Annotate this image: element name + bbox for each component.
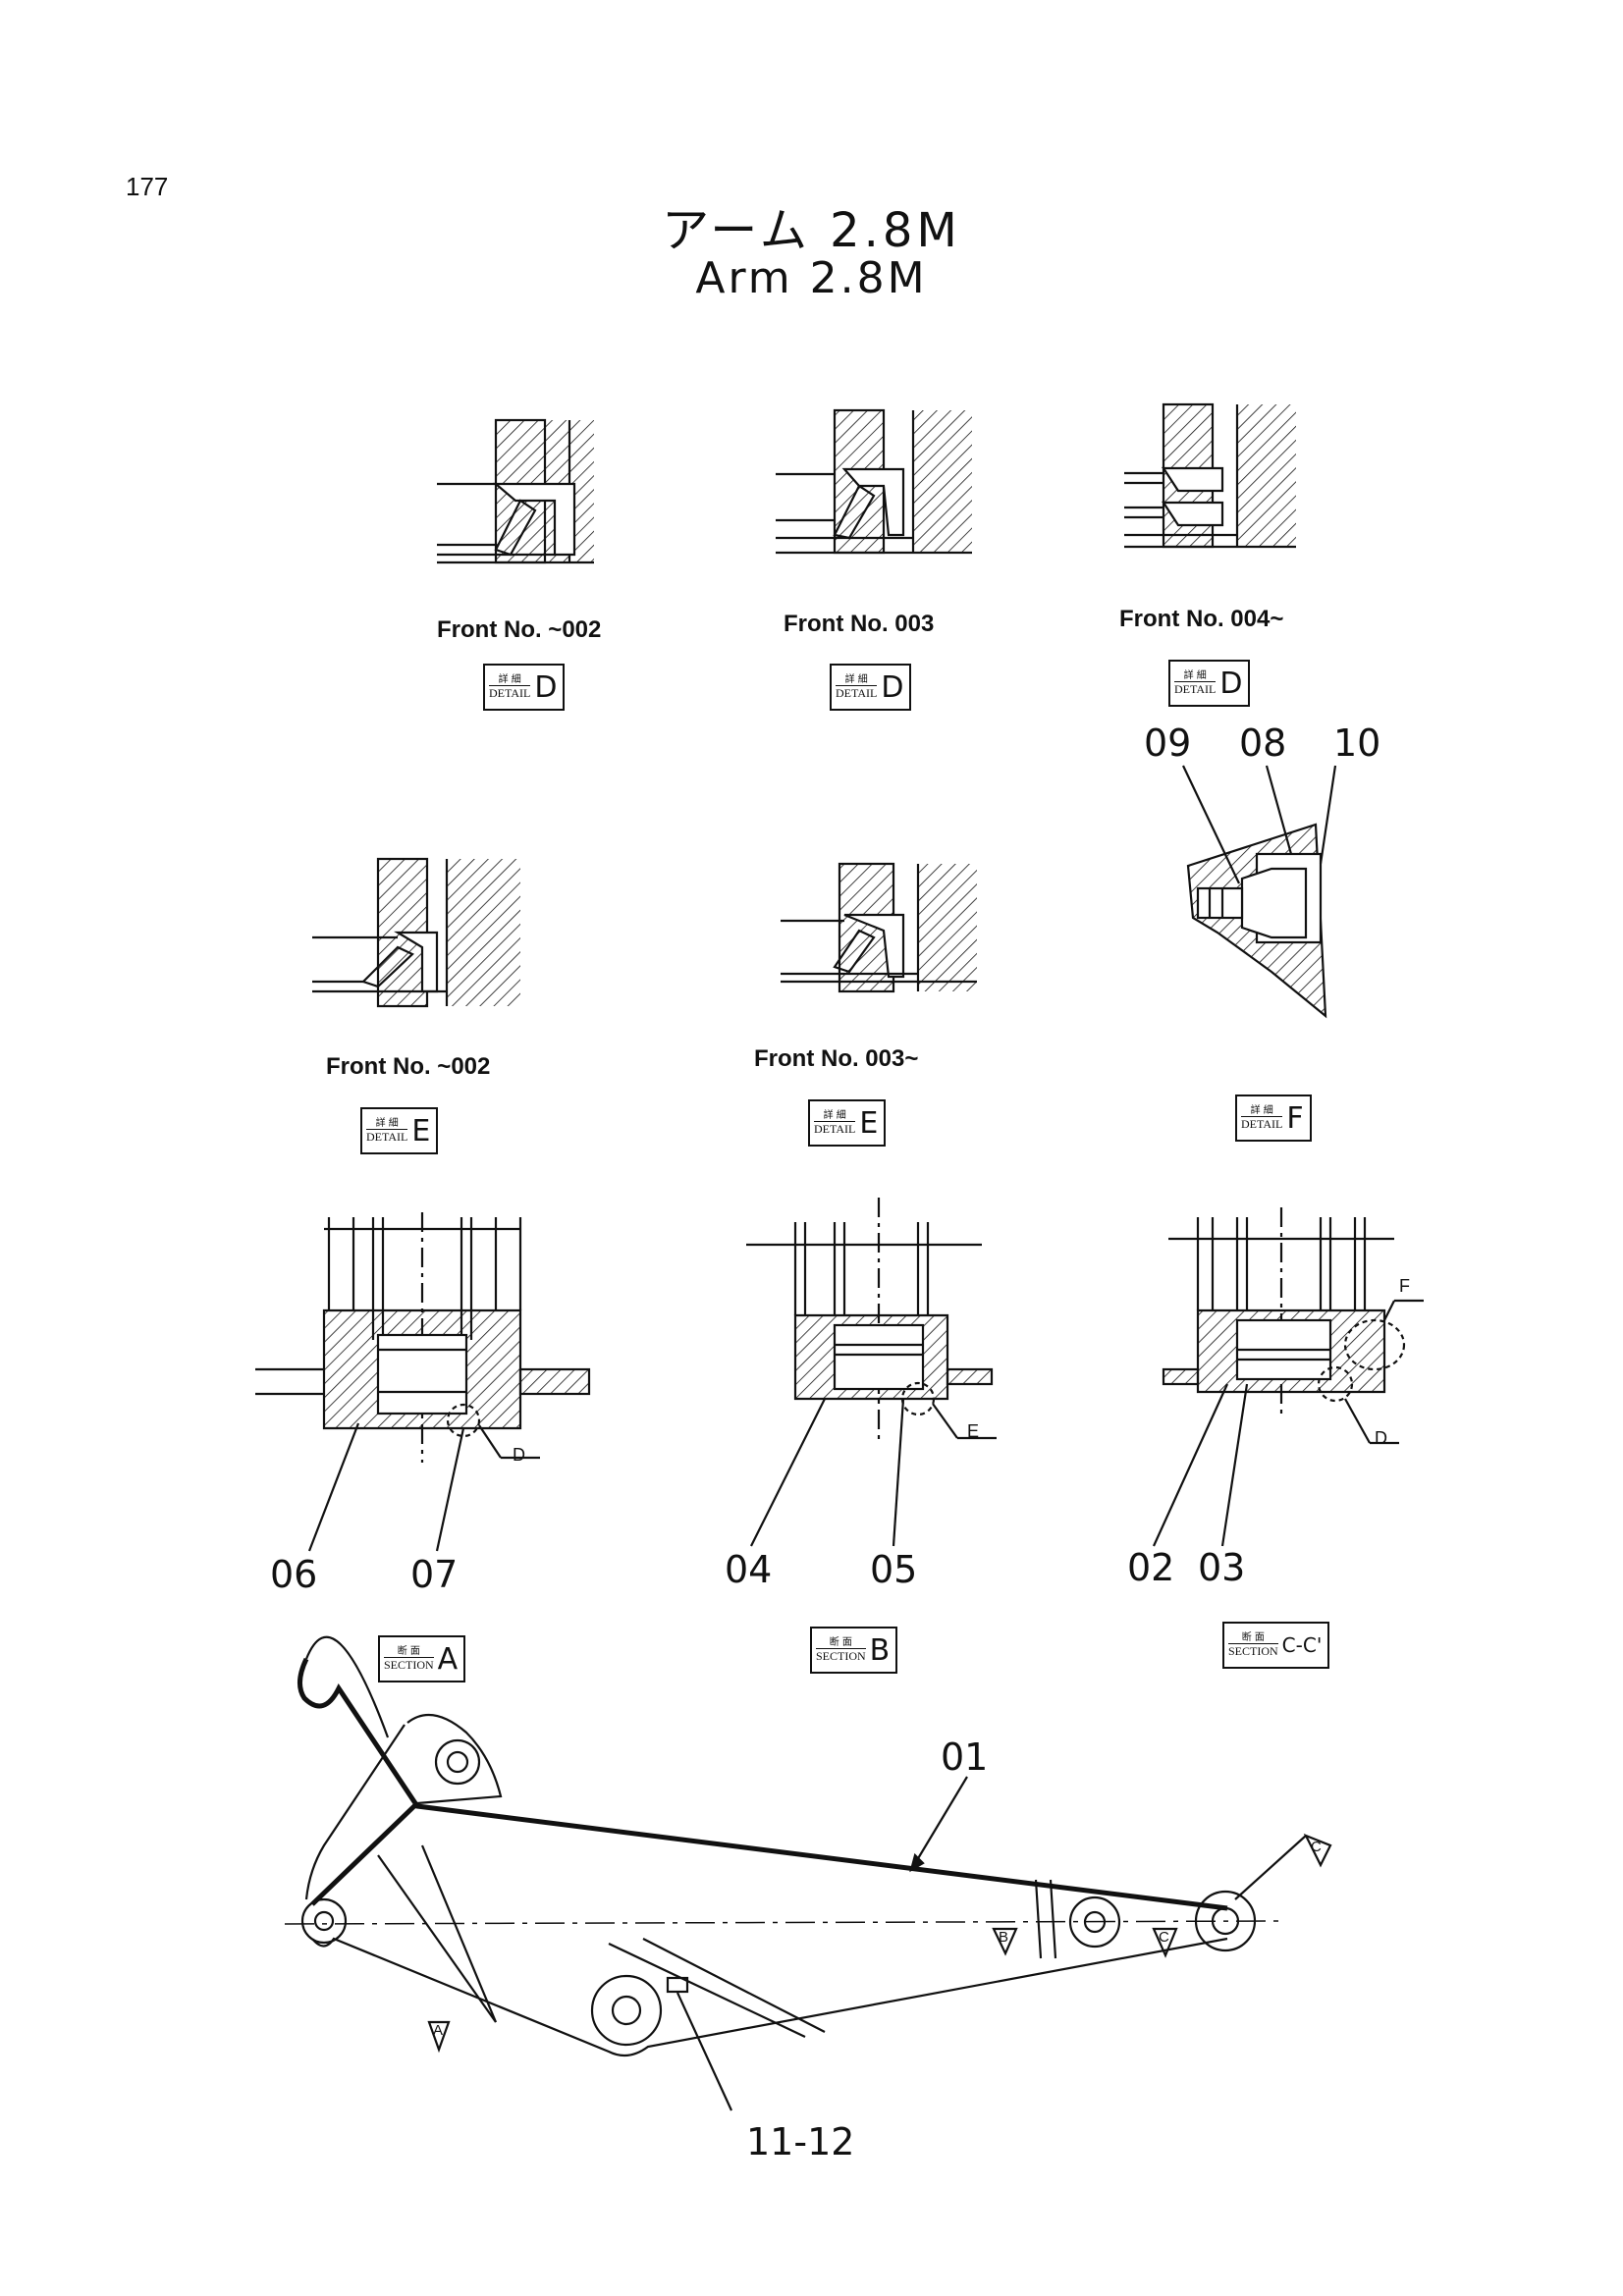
tag-jp: 詳 細 [375, 1118, 399, 1129]
caption-detail-e-1: Front No. ~002 [326, 1053, 491, 1080]
tag-jp: 詳 細 [1183, 670, 1207, 681]
tag-jp: 断 面 [397, 1646, 420, 1657]
tag-en: DETAIL [1241, 1116, 1283, 1131]
callout-02: 02 [1127, 1546, 1175, 1589]
callout-01: 01 [941, 1735, 989, 1779]
tag-letter: E [411, 1113, 431, 1148]
caption-detail-e-2: Front No. 003~ [754, 1045, 919, 1072]
caption-detail-d-3: Front No. 004~ [1119, 606, 1284, 632]
tag-letter: C-C' [1281, 1633, 1323, 1657]
detail-e-view-1 [312, 857, 520, 1008]
detail-d-view-2 [776, 408, 972, 555]
tag-letter: D [534, 669, 558, 705]
tag-en: SECTION [1228, 1643, 1278, 1658]
marker-d-section-cc: D [1375, 1428, 1387, 1448]
title-english: Arm 2.8M [695, 253, 928, 303]
tag-en: SECTION [816, 1648, 866, 1663]
callout-10: 10 [1333, 721, 1381, 765]
marker-b-arm: B [999, 1929, 1009, 1946]
callout-08: 08 [1239, 721, 1287, 765]
tag-en: DETAIL [1174, 681, 1217, 696]
tag-en: DETAIL [814, 1121, 856, 1136]
callout-06: 06 [270, 1553, 318, 1596]
callout-04: 04 [725, 1548, 773, 1591]
tag-jp: 断 面 [829, 1637, 852, 1648]
marker-d-section-a: D [513, 1445, 525, 1465]
caption-detail-d-2: Front No. 003 [784, 611, 935, 637]
callout-03: 03 [1198, 1546, 1246, 1589]
tag-letter: E [859, 1105, 879, 1141]
callout-09: 09 [1144, 721, 1192, 765]
tag-en: DETAIL [489, 685, 531, 700]
callout-11-12: 11-12 [746, 2120, 855, 2163]
tag-letter: D [1219, 666, 1243, 701]
tag-jp: 詳 細 [1250, 1105, 1273, 1116]
tag-jp: 詳 細 [823, 1110, 846, 1121]
callout-07: 07 [410, 1553, 459, 1596]
tag-jp: 断 面 [1241, 1632, 1265, 1643]
section-b-view [746, 1198, 997, 1547]
marker-f-section-cc: F [1399, 1276, 1410, 1296]
marker-a-arm: A [433, 2022, 444, 2039]
tag-en: DETAIL [366, 1129, 408, 1144]
tag-letter: F [1286, 1100, 1304, 1136]
detail-d-view-3 [1124, 402, 1296, 549]
caption-detail-d-1: Front No. ~002 [437, 616, 602, 643]
callout-05: 05 [870, 1548, 918, 1591]
title-japanese: アーム 2.8M [662, 203, 961, 258]
tag-letter: B [869, 1632, 891, 1668]
marker-e-section-b: E [967, 1421, 980, 1441]
tag-jp: 詳 細 [844, 674, 868, 685]
detail-d-view-1 [437, 418, 594, 564]
tag-jp: 詳 細 [498, 674, 521, 685]
page-number: 177 [126, 172, 169, 201]
arm-main-view [284, 1635, 1332, 2111]
tag-en: SECTION [384, 1657, 434, 1672]
detail-e-view-2 [781, 862, 977, 993]
detail-f-view [1182, 765, 1337, 1019]
marker-c-arm: C [1159, 1929, 1169, 1946]
tag-letter: D [881, 669, 904, 705]
tag-letter: A [437, 1641, 459, 1677]
section-cc-view [1152, 1207, 1424, 1547]
tag-en: DETAIL [836, 685, 878, 700]
section-a-view [255, 1212, 591, 1552]
marker-c-top: C [1311, 1839, 1322, 1855]
